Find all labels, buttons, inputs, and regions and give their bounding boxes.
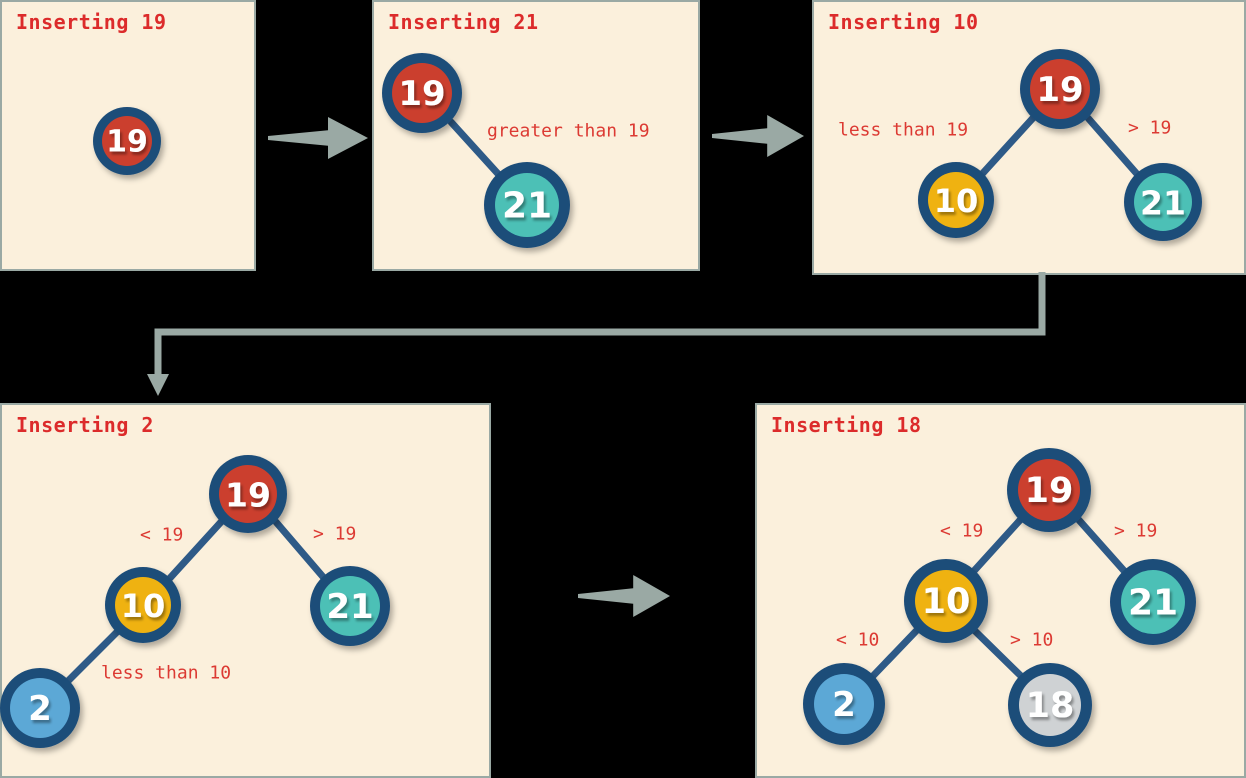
node-fill <box>928 172 984 228</box>
node-fill <box>1019 674 1081 736</box>
tree-edge <box>979 114 1037 177</box>
node-fill <box>1030 59 1090 119</box>
node-fill <box>495 173 559 237</box>
node-value: 19 <box>1036 70 1083 110</box>
arrow-panel2-to-panel3 <box>712 115 804 157</box>
tree-edge <box>970 626 1026 681</box>
connector-arrowhead-icon <box>147 374 169 396</box>
node-value: 21 <box>1128 583 1178 624</box>
edge-label-gt-19: > 19 <box>313 524 356 545</box>
page-title: Inserting 2 <box>16 413 154 437</box>
edge-label-less-than-19: less than 19 <box>838 120 968 141</box>
node-value: 10 <box>121 587 166 625</box>
node-fill <box>1121 570 1185 634</box>
node-2[interactable]: 2 <box>0 668 80 748</box>
connector-panel3-to-panel4 <box>154 272 1046 378</box>
edge-label-lt-19: < 19 <box>140 525 183 546</box>
node-value: 19 <box>398 74 445 114</box>
node-18[interactable]: 18 <box>1008 663 1092 747</box>
page-title: Inserting 18 <box>771 413 922 437</box>
node-value: 21 <box>1140 184 1186 223</box>
node-value: 21 <box>326 587 373 627</box>
node-19[interactable]: 19 <box>1020 49 1100 129</box>
node-value: 10 <box>922 582 971 622</box>
arrow-panel1-to-panel2 <box>268 117 368 159</box>
edge-label-lt-10: < 10 <box>836 630 879 651</box>
node-10[interactable]: 10 <box>904 559 988 643</box>
node-value: 18 <box>1026 686 1075 726</box>
node-10[interactable]: 10 <box>105 567 181 643</box>
tree-edge <box>166 518 225 582</box>
node-fill <box>814 674 874 734</box>
node-value: 21 <box>502 186 552 227</box>
tree-edges-layer <box>63 114 1141 686</box>
tree-nodes-layer: 19 19 21 19 10 21 19 10 21 2 19 10 21 2 18 <box>0 49 1202 748</box>
node-19[interactable]: 19 <box>382 53 462 133</box>
edge-label-gt-10: > 10 <box>1010 630 1053 651</box>
node-value: 19 <box>225 476 271 515</box>
tree-edge <box>868 625 922 681</box>
page-title: Inserting 10 <box>828 10 979 34</box>
node-21[interactable]: 21 <box>1124 163 1202 241</box>
page-title: Inserting 21 <box>388 10 539 34</box>
node-fill <box>915 570 977 632</box>
node-2[interactable]: 2 <box>803 663 885 745</box>
edge-label-gt-19: > 19 <box>1128 118 1171 139</box>
node-19[interactable]: 19 <box>209 455 287 533</box>
panel-insert-19: Inserting 19 <box>0 0 256 271</box>
tree-edge <box>1074 515 1130 577</box>
edge-label-greater-than-19: greater than 19 <box>487 121 650 142</box>
edge-label-gt-19: > 19 <box>1114 521 1157 542</box>
edge-labels-layer: greater than 19 less than 19 > 19 < 19 > 19 l… <box>101 118 1171 684</box>
node-fill <box>320 576 380 636</box>
node-21[interactable]: 21 <box>1110 559 1196 645</box>
node-value: 19 <box>106 125 148 160</box>
node-fill <box>10 678 70 738</box>
tree-edge <box>447 118 504 180</box>
node-10[interactable]: 10 <box>918 162 994 238</box>
arrow-panel4-to-panel5 <box>578 575 670 617</box>
node-value: 2 <box>832 685 856 725</box>
flow-arrows-layer <box>147 115 1046 617</box>
node-fill <box>1018 459 1080 521</box>
page-title: Inserting 19 <box>16 10 167 34</box>
tree-edge <box>969 515 1025 576</box>
node-value: 2 <box>28 689 52 729</box>
node-fill <box>392 63 452 123</box>
tree-edge <box>63 628 121 686</box>
tree-edge <box>272 518 328 582</box>
node-value: 10 <box>934 182 979 220</box>
tree-edge <box>1084 114 1141 178</box>
node-fill <box>1134 173 1192 231</box>
node-fill <box>102 116 152 166</box>
edge-label-lt-19: < 19 <box>940 521 983 542</box>
node-21[interactable]: 21 <box>310 566 390 646</box>
edge-label-less-than-10: less than 10 <box>101 663 231 684</box>
node-19[interactable]: 19 <box>93 107 161 175</box>
node-fill <box>219 465 277 523</box>
node-19[interactable]: 19 <box>1007 448 1091 532</box>
node-value: 19 <box>1025 471 1074 511</box>
node-fill <box>115 577 171 633</box>
node-21[interactable]: 21 <box>484 162 570 248</box>
